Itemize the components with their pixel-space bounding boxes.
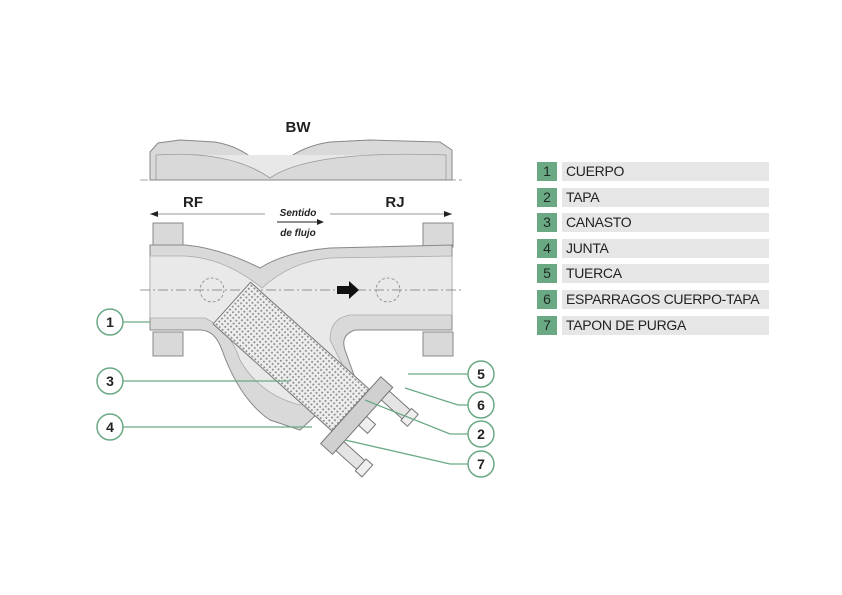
legend-number: 6	[537, 289, 557, 309]
svg-text:5: 5	[477, 366, 485, 382]
legend-label: JUNTA	[562, 238, 769, 258]
rj-label: RJ	[385, 194, 404, 211]
bw-body: BW	[140, 119, 462, 181]
flow-dimension: RF RJ Sentido de flujo	[150, 194, 452, 239]
legend-label: TUERCA	[562, 264, 769, 284]
svg-text:7: 7	[477, 456, 485, 472]
legend-label: ESPARRAGOS CUERPO-TAPA	[562, 289, 769, 309]
legend-number: 5	[537, 264, 557, 284]
callout-3: 3	[96, 367, 124, 395]
callout-6: 6	[467, 391, 495, 419]
svg-text:2: 2	[477, 426, 485, 442]
legend-label: CUERPO	[562, 162, 769, 181]
flow-text-2: de flujo	[280, 228, 316, 239]
legend-label: CANASTO	[562, 213, 769, 233]
legend-number: 2	[537, 187, 557, 207]
svg-text:4: 4	[106, 419, 114, 435]
legend-number: 4	[537, 238, 557, 258]
drain-plug	[357, 415, 377, 435]
svg-text:3: 3	[106, 373, 114, 389]
svg-text:1: 1	[106, 314, 114, 330]
callout-4: 4	[96, 413, 124, 441]
legend-item: 1 CUERPO	[537, 162, 769, 181]
legend-number: 1	[537, 162, 557, 181]
callout-1: 1	[96, 308, 124, 336]
legend-number: 7	[537, 315, 557, 335]
svg-text:6: 6	[477, 397, 485, 413]
leader-lines	[123, 321, 468, 465]
flow-arrow-icon	[337, 281, 359, 299]
flow-text-1: Sentido	[280, 208, 317, 219]
basket-assembly	[212, 281, 419, 478]
callout-7: 7	[467, 450, 495, 478]
nut-bottom	[354, 458, 374, 478]
bw-label: BW	[286, 119, 312, 136]
rf-label: RF	[183, 194, 203, 211]
callout-5: 5	[467, 360, 495, 388]
legend-label: TAPON DE PURGA	[562, 315, 769, 335]
legend-label: TAPA	[562, 187, 769, 207]
callout-2: 2	[467, 420, 495, 448]
legend-number: 3	[537, 213, 557, 233]
